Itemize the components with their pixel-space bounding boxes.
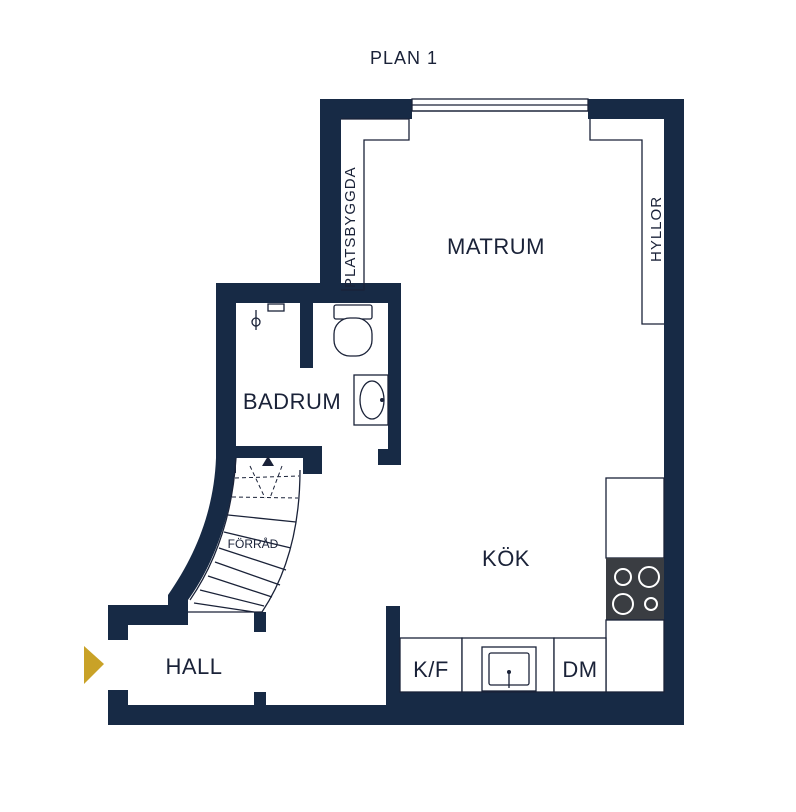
room-matrum: MATRUM: [447, 234, 545, 259]
platsbyggda-label: PLATSBYGGDA: [342, 166, 359, 288]
stair-direction-icon: [262, 456, 274, 466]
room-forrad: FÖRRÅD: [228, 536, 279, 551]
toilet-icon: [333, 304, 373, 357]
shower-icon: [251, 303, 285, 330]
room-hall: HALL: [165, 654, 222, 679]
sink-icon: [481, 646, 537, 692]
entrance-arrow-icon: [84, 646, 104, 684]
dm-label: DM: [562, 657, 597, 682]
plan-title: PLAN 1: [370, 48, 438, 68]
kf-label: K/F: [413, 657, 449, 682]
window: [411, 98, 589, 112]
walls: [108, 99, 684, 725]
room-kok: KÖK: [482, 546, 530, 571]
platsbyggda-cabinet: PLATSBYGGDA: [341, 118, 410, 291]
staircase: [188, 456, 301, 613]
hyllor-label: HYLLOR: [648, 196, 665, 262]
washbasin-icon: [353, 374, 389, 426]
kitchen-counter-bottom: [399, 637, 607, 693]
stove-icon: [612, 566, 660, 615]
hyllor-shelf: HYLLOR: [589, 119, 665, 325]
room-badrum: BADRUM: [243, 389, 341, 414]
